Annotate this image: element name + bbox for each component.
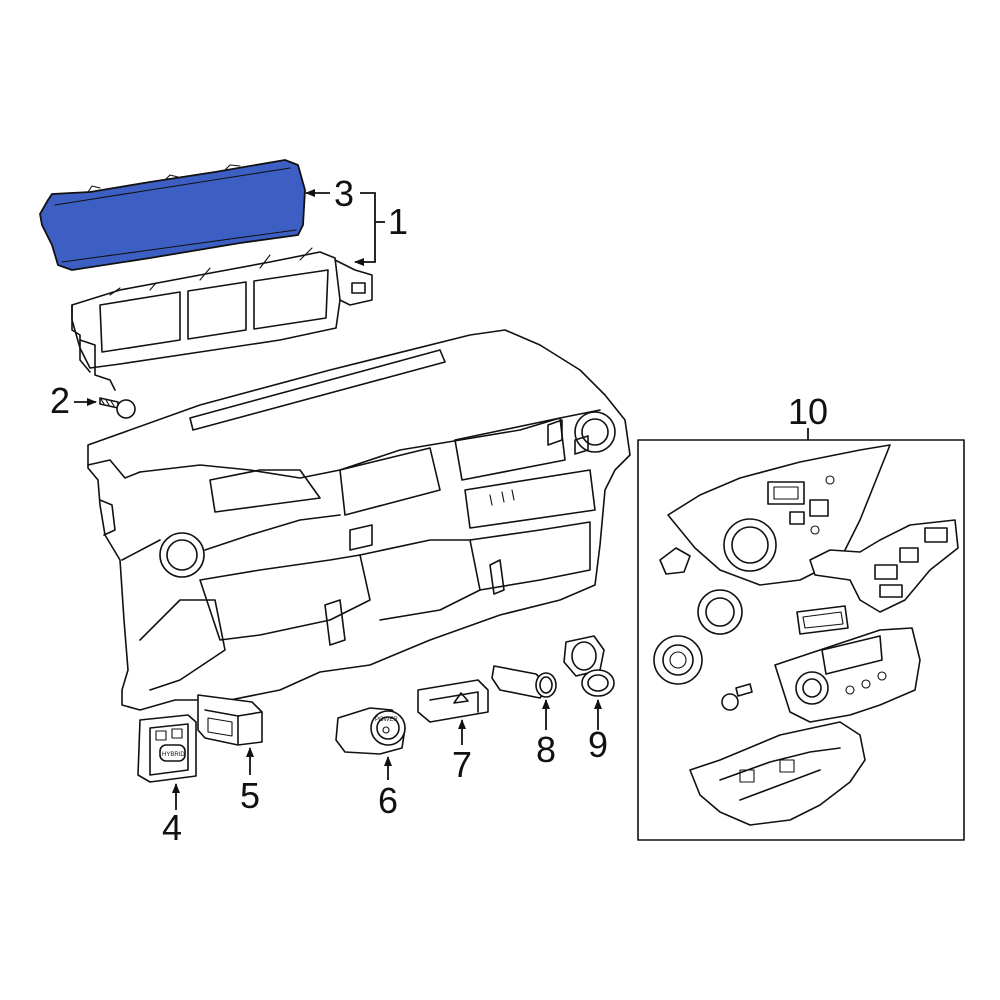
power-outlet-part-8[interactable] bbox=[491, 665, 557, 699]
screw-part-2[interactable] bbox=[99, 397, 136, 419]
power-switch-part-6[interactable]: POWER bbox=[335, 707, 406, 755]
callout-10: 10 bbox=[788, 391, 828, 432]
power-button-marking: POWER bbox=[375, 717, 398, 723]
cluster-cover-part-3[interactable] bbox=[39, 159, 306, 271]
callout-9: 9 bbox=[588, 724, 608, 765]
callout-1: 1 bbox=[388, 201, 408, 242]
cluster-housing[interactable] bbox=[71, 247, 373, 391]
callout-5: 5 bbox=[240, 775, 260, 816]
socket-part-9[interactable] bbox=[563, 635, 615, 697]
callout-7: 7 bbox=[452, 744, 472, 785]
callout-4: 4 bbox=[162, 807, 182, 848]
hazard-switch-part-7[interactable] bbox=[417, 679, 489, 723]
callout-6: 6 bbox=[378, 780, 398, 821]
switch-part-5[interactable] bbox=[197, 694, 263, 746]
callout-3: 3 bbox=[334, 173, 354, 214]
leader-lines bbox=[74, 189, 809, 810]
callout-8: 8 bbox=[536, 729, 556, 770]
control-assembly-box-part-10[interactable] bbox=[637, 439, 965, 841]
switch-part-4[interactable]: HYBRID bbox=[137, 714, 197, 783]
hybrid-switch-label: HYBRID bbox=[162, 752, 185, 758]
callout-2: 2 bbox=[50, 380, 70, 421]
instrument-panel bbox=[87, 329, 631, 711]
